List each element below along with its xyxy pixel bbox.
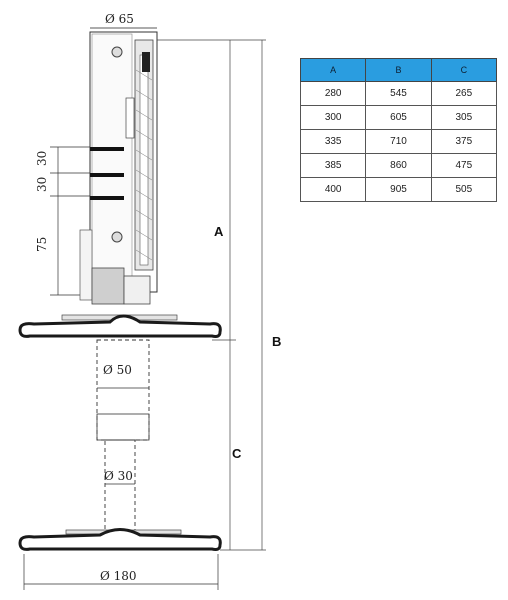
- table-cell: 475: [430, 153, 498, 178]
- header-b: B: [365, 58, 432, 82]
- height-dimension-lines: [157, 39, 266, 551]
- side-bracket: [125, 97, 135, 139]
- spring-hatching: [135, 69, 153, 261]
- dimension-b-label: B: [272, 334, 281, 349]
- header-a: A: [299, 58, 367, 82]
- lower-bolt-hole: [111, 231, 123, 243]
- table-cell: 265: [430, 81, 498, 106]
- marker-bar-2: [90, 173, 124, 177]
- table-cell: 375: [430, 129, 498, 154]
- table-cell: 905: [365, 177, 432, 202]
- base-diameter-label: Ø 180: [100, 569, 137, 583]
- table-row: 335 710 375: [299, 129, 498, 154]
- marker-bar-3: [90, 196, 124, 200]
- table-cell: 300: [299, 105, 367, 130]
- clamp-block: [123, 275, 151, 305]
- upper-base-plate: [18, 314, 222, 338]
- tube-sleeve: [96, 413, 150, 441]
- table-row: 385 860 475: [299, 153, 498, 178]
- side-plate: [79, 229, 93, 301]
- spacing-75-label: 75: [35, 237, 49, 252]
- inner-rod: [104, 439, 136, 536]
- rod-diameter-label: Ø 30: [104, 469, 133, 483]
- table-row: 400 905 505: [299, 177, 498, 202]
- table-cell: 860: [365, 153, 432, 178]
- dimension-c-label: C: [232, 446, 242, 461]
- spacing-30-top-label: 30: [35, 151, 49, 166]
- tube-diameter-label: Ø 50: [103, 363, 132, 377]
- outer-tube: [96, 339, 150, 441]
- table-cell: 400: [299, 177, 367, 202]
- top-latch: [142, 52, 150, 72]
- table-cell: 505: [430, 177, 498, 202]
- upper-bolt-hole: [111, 46, 123, 58]
- table-cell: 605: [365, 105, 432, 130]
- header-c: C: [430, 58, 498, 82]
- lower-base-plate: [18, 528, 222, 551]
- table-cell: 545: [365, 81, 432, 106]
- table-cell: 335: [299, 129, 367, 154]
- marker-bar-1: [90, 147, 124, 151]
- spacing-30-bottom-label: 30: [35, 177, 49, 192]
- top-diameter-label: Ø 65: [105, 12, 134, 26]
- dimension-table: A B C 280 545 265 300 605 305 335 710 37…: [299, 58, 498, 202]
- dimension-a-label: A: [214, 224, 224, 239]
- table-cell: 280: [299, 81, 367, 106]
- table-cell: 385: [299, 153, 367, 178]
- housing-inner-panel: [91, 33, 133, 290]
- bottom-block: [91, 267, 125, 305]
- table-header-row: A B C: [299, 58, 498, 82]
- table-row: 280 545 265: [299, 81, 498, 106]
- table-cell: 710: [365, 129, 432, 154]
- table-cell: 305: [430, 105, 498, 130]
- table-row: 300 605 305: [299, 105, 498, 130]
